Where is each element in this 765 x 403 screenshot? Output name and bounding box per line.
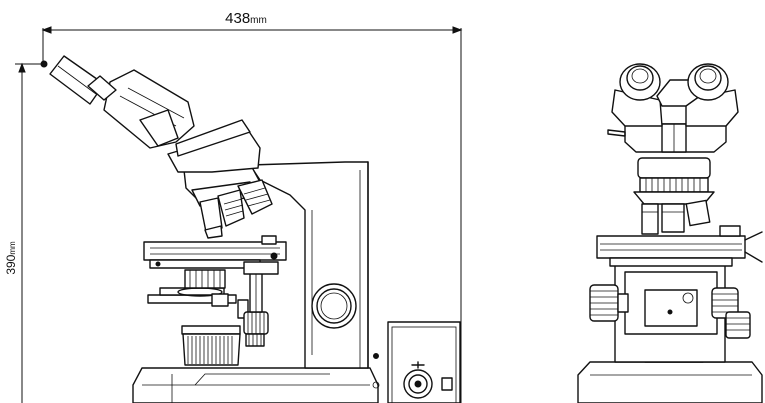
front-objective xyxy=(685,199,711,227)
width-arrow-right xyxy=(452,26,463,34)
front-focus-knob-left xyxy=(589,284,629,322)
width-dimension: 438mm xyxy=(41,10,463,403)
side-lamp-housing xyxy=(181,325,241,366)
side-power-box xyxy=(372,321,461,403)
width-arrow-left xyxy=(41,26,52,34)
front-eyepiece-right xyxy=(687,63,729,101)
side-binocular-head xyxy=(103,69,261,173)
front-stage xyxy=(596,225,763,267)
side-stage xyxy=(143,235,287,275)
side-condenser xyxy=(147,269,249,319)
front-view xyxy=(577,63,763,403)
front-nosepiece xyxy=(633,157,715,235)
side-objective xyxy=(217,189,245,227)
front-objective xyxy=(641,203,659,235)
side-objective xyxy=(199,197,223,239)
side-view xyxy=(49,55,461,403)
side-illuminator xyxy=(311,283,357,329)
front-binocular-head xyxy=(607,79,739,153)
front-eyepiece-left xyxy=(619,63,661,101)
height-reference-dot xyxy=(40,60,48,68)
height-dimension: 390mm xyxy=(4,60,48,403)
front-base xyxy=(577,361,763,403)
height-label: 390mm xyxy=(4,241,18,275)
front-objective xyxy=(661,203,685,233)
width-label: 438mm xyxy=(225,10,267,27)
height-arrow-top xyxy=(18,62,26,73)
front-focus-knob-right xyxy=(711,287,751,339)
side-focus-knob xyxy=(243,271,269,347)
front-arm xyxy=(614,261,726,363)
side-base xyxy=(132,367,379,403)
side-objective xyxy=(237,179,273,215)
side-eyepiece xyxy=(49,55,117,105)
